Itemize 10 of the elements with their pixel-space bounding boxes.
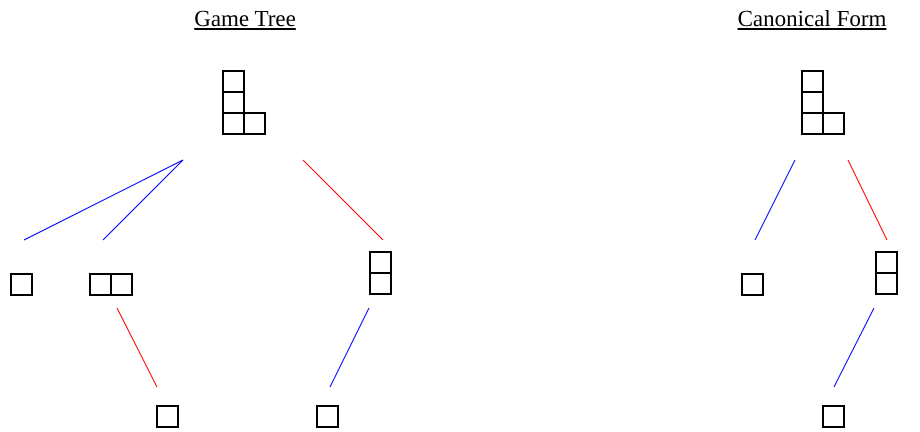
heading: Game Tree xyxy=(194,6,296,32)
tree-edge xyxy=(330,308,370,388)
tree-edge xyxy=(754,160,796,240)
tree-edge xyxy=(302,160,384,240)
tree-edge xyxy=(24,160,184,240)
tree-edge xyxy=(834,308,874,388)
tree-edge xyxy=(102,160,184,240)
heading: Canonical Form xyxy=(738,6,886,32)
tree-edge xyxy=(848,160,888,240)
tree-edge xyxy=(116,308,158,388)
